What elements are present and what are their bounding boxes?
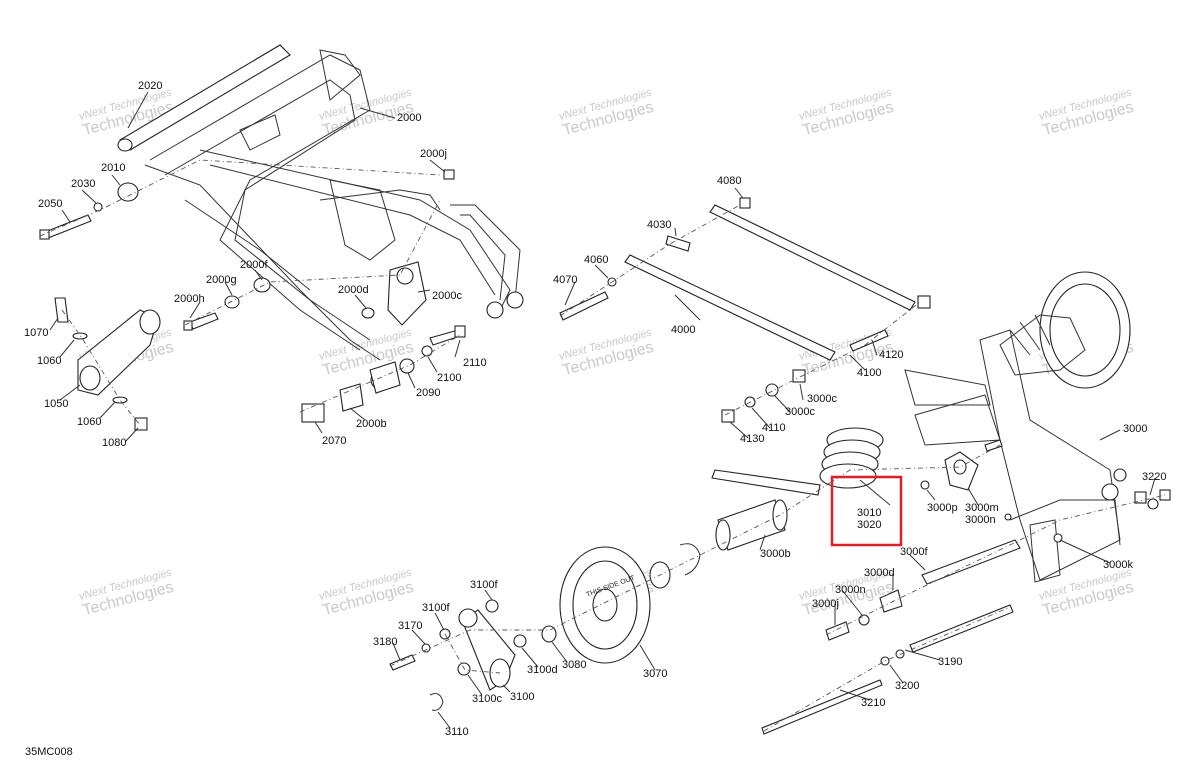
watermark: vNext Technologies Technologies — [558, 326, 656, 379]
part-label: 2010 — [101, 162, 125, 174]
part-label: 4130 — [740, 433, 764, 445]
part-label: 1070 — [24, 327, 48, 339]
part-label: 3000 — [1123, 423, 1147, 435]
watermark: vNext Technologies Technologies — [318, 566, 416, 619]
part-label: 1080 — [102, 437, 126, 449]
part-label: 2000f — [240, 259, 268, 271]
part-label: 2020 — [138, 80, 162, 92]
watermark: vNext Technologies Technologies — [78, 566, 176, 619]
part-label: 3100c — [472, 693, 502, 705]
watermarks: vNext Technologies Technologies vNext Te… — [78, 86, 1136, 619]
shaft-2020 — [117, 44, 291, 152]
part-label: 3000j — [812, 598, 839, 610]
part-label: 4000 — [671, 324, 695, 336]
sleeve-3000b — [715, 499, 788, 551]
part-label: 1050 — [44, 398, 68, 410]
parts-2000-fasteners — [183, 169, 466, 423]
part-label: 2000h — [174, 293, 205, 305]
part-label: 4060 — [584, 254, 608, 266]
part-label: 3000k — [1103, 559, 1133, 571]
watermark: vNext Technologies Technologies — [1038, 566, 1136, 619]
part-label: 2000g — [206, 274, 237, 286]
parts-1050 — [54, 297, 161, 431]
part-label: 2110 — [463, 357, 487, 369]
part-label: 3000p — [927, 502, 958, 514]
watermark: vNext Technologies Technologies — [558, 86, 656, 139]
rear-arm-3000 — [904, 271, 1171, 583]
part-label: 3100f — [470, 579, 498, 591]
watermark: vNext Technologies Technologies — [1038, 86, 1136, 139]
part-label: 3190 — [938, 656, 962, 668]
part-label: 4110 — [762, 422, 786, 434]
part-label: 3000d — [864, 567, 895, 579]
part-label: 1060 — [77, 416, 101, 428]
part-label-3020: 3020 — [857, 519, 881, 531]
part-label: 2000 — [397, 112, 421, 124]
part-label: 3200 — [895, 680, 919, 692]
part-label: 2090 — [416, 387, 440, 399]
highlighted-callout: 3010 3020 — [830, 475, 903, 547]
part-label: 2100 — [437, 372, 461, 384]
part-drawings: THIS SIDE OUT — [39, 44, 1171, 735]
part-label: 2000b — [356, 418, 387, 430]
part-label: 3000b — [760, 548, 791, 560]
part-label: 3100d — [527, 664, 558, 676]
parts-2010-2050 — [39, 182, 139, 240]
part-label-3010: 3010 — [857, 507, 881, 519]
part-label: 3170 — [398, 620, 422, 632]
part-label: 3080 — [562, 659, 586, 671]
watermark: vNext Technologies Technologies — [78, 86, 176, 139]
part-label: 3110 — [445, 726, 469, 738]
part-label: 3210 — [861, 697, 885, 709]
part-label: 3100f — [422, 602, 450, 614]
part-label: 2000c — [432, 290, 462, 302]
part-label: 3000n — [835, 584, 866, 596]
part-label: 2000d — [338, 284, 369, 296]
part-label: 4100 — [857, 367, 881, 379]
part-label: 3000n — [965, 514, 996, 526]
part-label: 4030 — [647, 219, 671, 231]
front-arm-2000 — [144, 49, 524, 390]
watermark: vNext Technologies Technologies — [798, 86, 896, 139]
diagram-code: 35MC008 — [25, 746, 73, 758]
rails-4000 — [559, 197, 931, 423]
leader-lines — [39, 91, 1166, 732]
wheel-3070: THIS SIDE OUT — [559, 543, 701, 664]
part-label: 4070 — [553, 274, 577, 286]
part-label: 3220 — [1142, 471, 1166, 483]
part-label: 2000j — [420, 148, 447, 160]
part-label: 3100 — [510, 691, 534, 703]
part-label: 4080 — [717, 175, 741, 187]
part-label: 3000c — [785, 406, 815, 418]
part-label: 3000f — [900, 546, 928, 558]
highlight-box — [830, 475, 903, 547]
part-label: 2050 — [38, 198, 62, 210]
part-labels: 2020 2000 2010 2030 2050 2000j 2000f 200… — [24, 80, 1166, 738]
part-label: 2030 — [71, 178, 95, 190]
part-label: 3000m — [965, 502, 999, 514]
part-label: 3000c — [807, 393, 837, 405]
part-label: 4120 — [879, 349, 903, 361]
part-label: 1060 — [37, 355, 61, 367]
part-label: 3070 — [643, 668, 667, 680]
part-label: 3180 — [373, 636, 397, 648]
part-label: 2070 — [322, 435, 346, 447]
spring-3010 — [711, 427, 891, 506]
